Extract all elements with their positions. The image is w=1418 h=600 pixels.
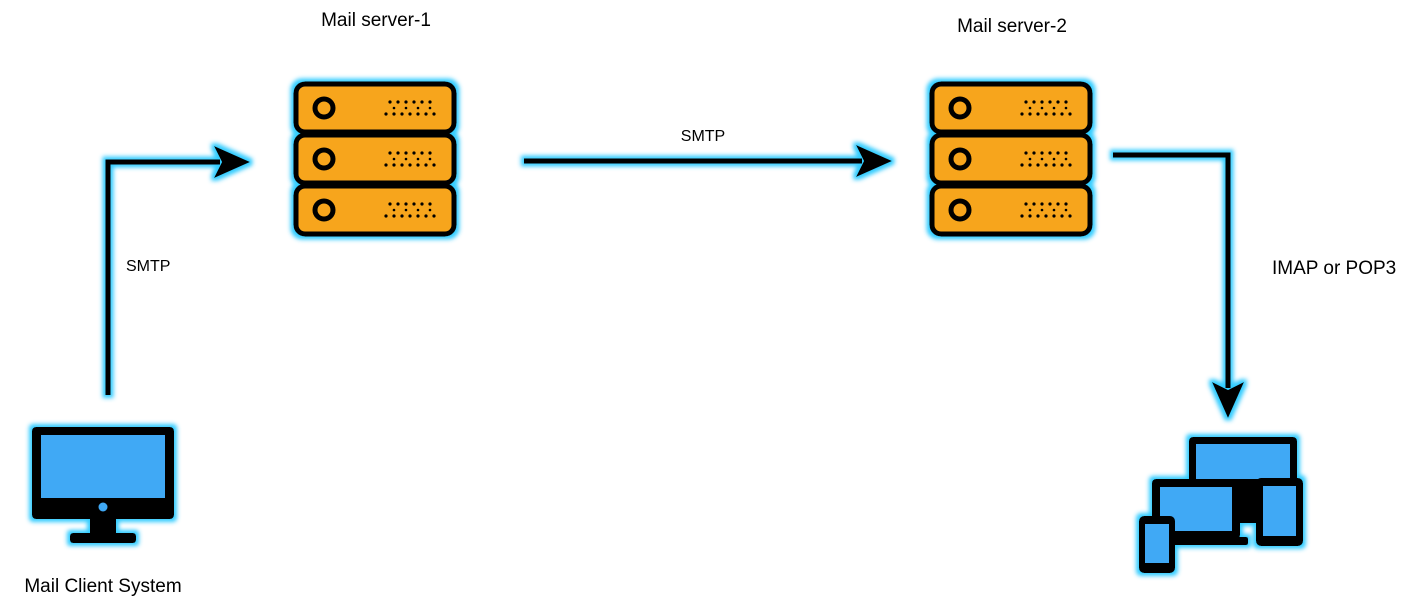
arrow-server1-to-server2 xyxy=(524,145,892,177)
desktop-computer-icon xyxy=(32,427,174,543)
imap-pop3-label: IMAP or POP3 xyxy=(1272,258,1396,279)
smtp-label-servers: SMTP xyxy=(681,128,725,145)
server2-icon xyxy=(932,84,1090,234)
multi-device-icon xyxy=(1139,437,1303,573)
arrow-client-to-server1 xyxy=(105,146,250,395)
smtp-label-client: SMTP xyxy=(126,258,170,275)
arrow-server2-to-devices xyxy=(1113,152,1244,418)
server2-label: Mail server-2 xyxy=(957,16,1067,37)
server1-icon xyxy=(296,84,454,234)
client-label: Mail Client System xyxy=(24,576,181,597)
server1-label: Mail server-1 xyxy=(321,10,431,31)
